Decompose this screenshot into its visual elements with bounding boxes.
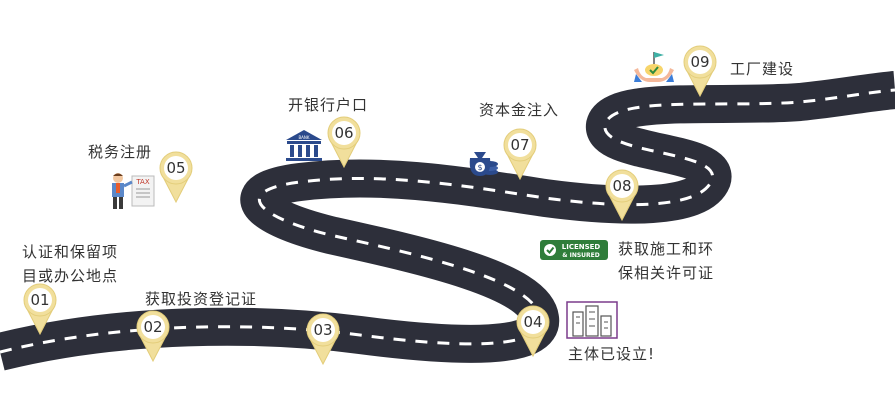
licensed-badge-icon: LICENSED & INSURED — [540, 240, 608, 260]
bank-icon: BANK — [286, 130, 322, 161]
step-number-09: 09 — [690, 53, 709, 71]
step-label-09: 工厂建设 — [730, 60, 795, 78]
step-label-07: 资本金注入 — [479, 101, 560, 119]
step-pin-07: 07 — [503, 128, 537, 181]
step-pin-05: 05 — [159, 151, 193, 204]
step-label-05: 税务注册 — [88, 143, 153, 161]
buildings-icon — [566, 301, 618, 339]
step-pins: 01 02 03 04 05 06 07 08 09 — [23, 45, 717, 366]
step-number-04: 04 — [523, 313, 542, 331]
person-tax-icon: TAX — [112, 173, 155, 209]
step-label-06: 开银行户口 — [288, 96, 369, 114]
road — [0, 68, 895, 374]
step-number-07: 07 — [510, 136, 529, 154]
step-pin-09: 09 — [683, 45, 717, 98]
hands-flag-icon — [634, 52, 674, 82]
step-pin-02: 02 — [136, 310, 170, 363]
step-label-08: 获取施工和环 保相关许可证 — [618, 240, 715, 282]
step-pin-04: 04 — [516, 305, 550, 358]
step-pin-08: 08 — [605, 169, 639, 222]
step-number-03: 03 — [313, 321, 332, 339]
svg-text:$: $ — [477, 163, 482, 172]
svg-text:TAX: TAX — [135, 178, 150, 186]
step-number-08: 08 — [612, 177, 631, 195]
step-label-01: 认证和保留项 目或办公地点 — [22, 243, 119, 285]
step-pin-03: 03 — [306, 313, 340, 366]
money-bag-icon: $ — [469, 152, 498, 176]
svg-text:LICENSED: LICENSED — [562, 243, 601, 251]
step-number-06: 06 — [334, 124, 353, 142]
step-label-04: 主体已设立! — [568, 345, 656, 363]
step-number-01: 01 — [30, 291, 49, 309]
svg-text:BANK: BANK — [298, 135, 309, 140]
svg-text:& INSURED: & INSURED — [562, 252, 599, 259]
step-label-02: 获取投资登记证 — [145, 290, 258, 308]
step-pin-01: 01 — [23, 283, 57, 336]
step-pin-06: 06 — [327, 116, 361, 169]
step-number-05: 05 — [166, 159, 185, 177]
step-number-02: 02 — [143, 318, 162, 336]
